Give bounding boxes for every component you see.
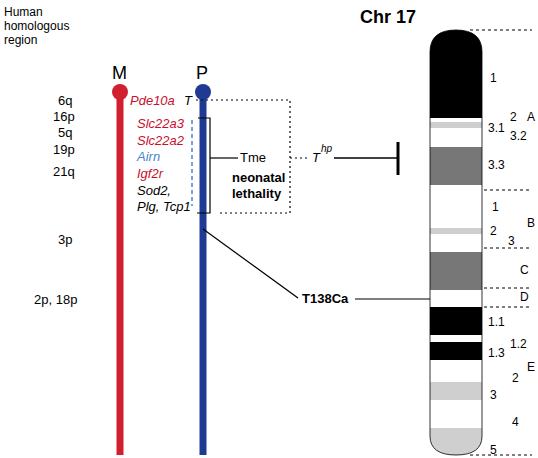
band-label: 3.1 (488, 122, 505, 134)
divider (484, 190, 532, 191)
band-dividers (470, 30, 532, 455)
band-label: 5 (490, 444, 497, 456)
band-label: 2 (512, 372, 519, 384)
band-label: 1 (490, 72, 497, 84)
band-label: 2 (510, 111, 517, 123)
band-label: 3 (508, 235, 515, 247)
centromere (195, 84, 211, 100)
band-label: 1.3 (488, 347, 505, 359)
leader-line (210, 157, 238, 158)
chart-title: Chr 17 (360, 8, 416, 26)
leader-line (203, 229, 298, 298)
leader-line (355, 298, 430, 299)
gene-name: Pde10a (130, 94, 175, 107)
paternal-chromosome (200, 92, 207, 455)
band (430, 307, 482, 335)
divider (484, 307, 532, 308)
band-label: D (520, 291, 529, 303)
divider (470, 455, 532, 456)
dotted-region: neonatal lethality (196, 100, 290, 213)
maternal-chromosome (117, 92, 124, 455)
band-label: 1.2 (510, 338, 527, 350)
region-label: neonatal lethality (232, 170, 294, 202)
airn-transcript (191, 120, 193, 206)
leader-line (334, 157, 398, 159)
inhibition-bar (397, 142, 400, 175)
band-label: 3.2 (510, 130, 527, 142)
divider (484, 248, 532, 249)
band (430, 228, 482, 234)
gene-name: Slc22a3 (137, 117, 184, 130)
gene-name: T (184, 94, 192, 107)
homology-label: 3p (58, 233, 72, 246)
translocation-name: T138Ca (302, 292, 348, 305)
band-label: B (527, 217, 535, 229)
homology-label: 6q (58, 94, 72, 107)
band (430, 342, 482, 360)
homology-label: 2p, 18p (34, 293, 77, 306)
homology-label: 16p (53, 110, 75, 123)
band-label: 4 (512, 416, 519, 428)
band (430, 30, 482, 455)
band-label: 2 (490, 225, 497, 237)
divider (470, 30, 532, 31)
divider (484, 288, 532, 289)
gene-name: Plg, Tcp1 (137, 200, 191, 213)
gene-name: Airn (137, 150, 160, 163)
band-label: 3.3 (488, 159, 505, 171)
band (430, 122, 482, 128)
ideogram-bands (430, 30, 482, 455)
homology-label: 5q (58, 126, 72, 139)
band-label: 3 (490, 389, 497, 401)
band-label: 1.1 (488, 316, 505, 328)
homology-label: 21q (53, 165, 75, 178)
band-label: C (520, 264, 529, 276)
gene-name: Slc22a2 (137, 134, 184, 147)
homology-label: 19p (53, 143, 75, 156)
ideogram-outline (430, 30, 482, 455)
band-label: A (527, 111, 535, 123)
locus-name: Tme (240, 151, 266, 164)
allele-superscript: hp (321, 144, 332, 154)
band-label: E (527, 361, 535, 373)
band (430, 252, 482, 290)
centromere (112, 84, 128, 100)
region-heading: Human homologous region (4, 5, 78, 47)
allele-name: T (312, 151, 320, 164)
band-label: 1 (492, 201, 499, 213)
band (430, 30, 482, 118)
gene-name: Igf2r (137, 167, 163, 180)
leader-line (290, 157, 310, 158)
band (430, 147, 482, 185)
chromosome-name: P (196, 64, 208, 82)
chromosome-name: M (112, 64, 127, 82)
gene-name: Sod2, (137, 184, 171, 197)
bracket (197, 118, 210, 213)
band (430, 382, 482, 400)
